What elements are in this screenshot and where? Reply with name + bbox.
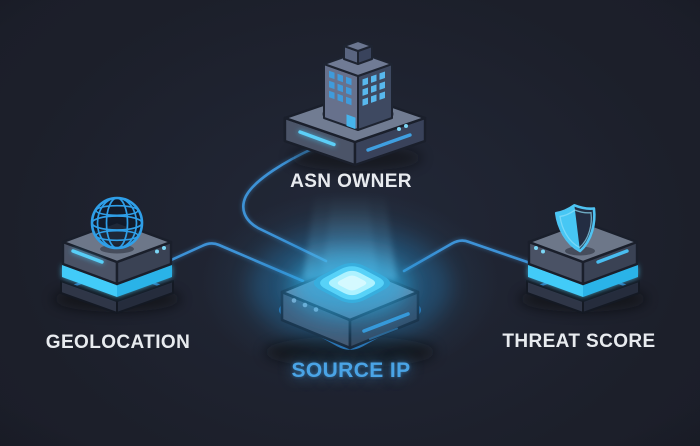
globe-icon bbox=[90, 196, 144, 250]
asn-led-dot bbox=[397, 127, 401, 131]
threat-led-dot bbox=[534, 246, 538, 250]
label-asn-owner: ASN OWNER bbox=[290, 171, 412, 192]
label-source-ip: SOURCE IP bbox=[291, 359, 411, 382]
geo-led-dot bbox=[155, 249, 159, 254]
node-geolocation bbox=[53, 196, 181, 314]
label-threat-score: THREAT SCORE bbox=[502, 331, 656, 352]
building-icon bbox=[323, 40, 393, 131]
geo-led-dot bbox=[162, 246, 166, 250]
node-asn-owner bbox=[283, 40, 427, 171]
node-threat-score bbox=[519, 204, 647, 314]
threat-led-dot bbox=[541, 249, 545, 254]
asn-led-dot bbox=[404, 124, 408, 128]
label-geolocation: GEOLOCATION bbox=[45, 332, 191, 353]
